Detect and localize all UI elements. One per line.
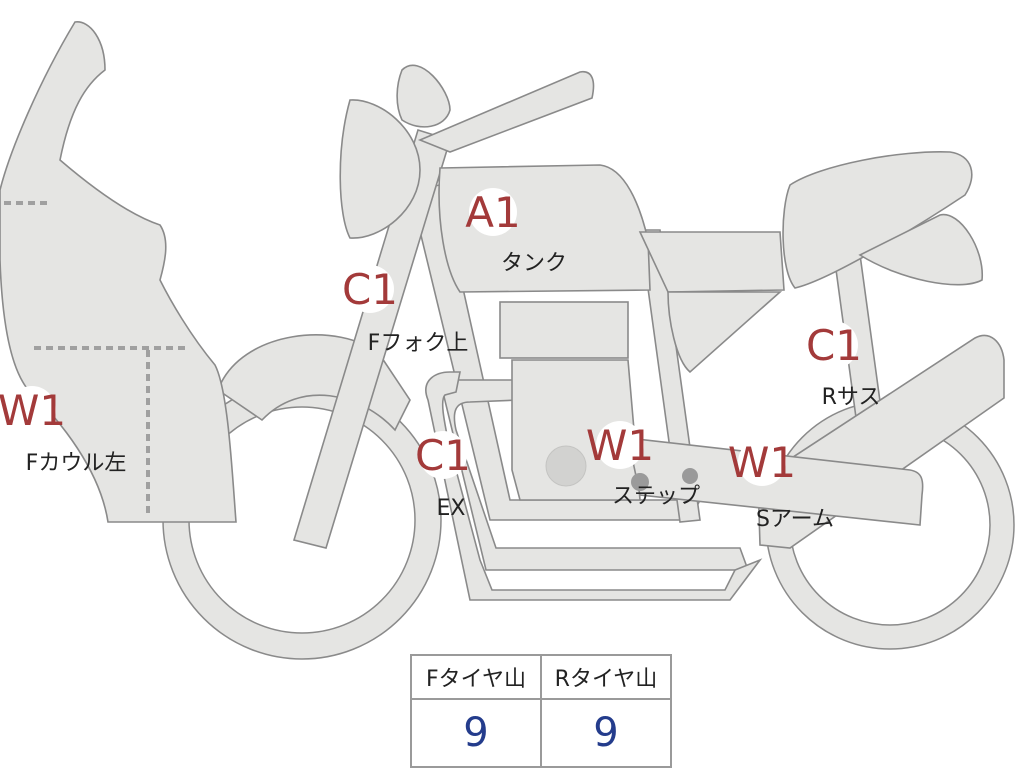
marker-grade: C1 — [806, 321, 862, 370]
marker-label: EX — [437, 496, 466, 521]
marker-grade: W1 — [0, 386, 66, 435]
marker-label: Sアーム — [756, 507, 834, 532]
marker-step[interactable]: W1 ステップ — [586, 421, 700, 509]
front-tire-value: 9 — [410, 698, 542, 768]
exhaust-pipe-lower — [425, 371, 763, 601]
marker-label: ステップ — [612, 484, 700, 509]
headlight — [339, 99, 421, 239]
marker-exhaust[interactable]: C1 EX — [415, 431, 471, 521]
exhaust-pipe — [438, 379, 750, 571]
marker-label: Rサス — [822, 385, 881, 410]
step-peg — [631, 473, 649, 491]
step-peg-rear — [682, 468, 698, 484]
seat — [782, 151, 973, 289]
marker-grade: C1 — [342, 265, 398, 314]
rear-tire-header: Rタイヤ山 — [540, 654, 672, 700]
marker-rear-suspension[interactable]: C1 Rサス — [806, 321, 880, 410]
marker-front-cowl-left[interactable]: W1 Fカウル左 — [0, 386, 126, 476]
tail-cowl — [858, 213, 983, 286]
handlebar — [417, 71, 595, 153]
marker-label: タンク — [501, 251, 567, 276]
marker-grade: W1 — [586, 421, 654, 470]
marker-tank[interactable]: A1 タンク — [465, 188, 567, 276]
front-tire-header: Fタイヤ山 — [410, 654, 542, 700]
engine-head — [499, 301, 629, 359]
mirror — [396, 64, 451, 128]
marker-grade: W1 — [728, 438, 796, 487]
marker-grade: C1 — [415, 431, 471, 480]
marker-grade: A1 — [465, 188, 520, 237]
rear-tire-value: 9 — [540, 698, 672, 768]
cowl-dashed-lines — [4, 201, 190, 518]
side-panel — [638, 231, 785, 293]
marker-label: Fカウル左 — [26, 451, 127, 476]
tire-tread-table: Fタイヤ山 Rタイヤ山 9 9 — [410, 654, 672, 768]
marker-swing-arm[interactable]: W1 Sアーム — [728, 438, 834, 532]
marker-fork-upper[interactable]: C1 Fフォク上 — [342, 265, 468, 356]
marker-label: Fフォク上 — [368, 331, 469, 356]
side-cover — [667, 291, 783, 374]
engine-cover — [545, 445, 587, 487]
front-cowl — [0, 21, 237, 523]
